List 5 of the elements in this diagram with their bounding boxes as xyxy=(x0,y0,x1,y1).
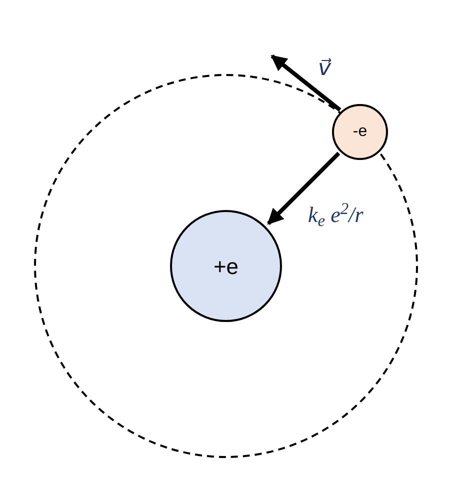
velocity-label: v⃗ xyxy=(318,58,332,80)
force-arrow xyxy=(267,152,340,225)
charge-label: +e xyxy=(213,252,239,280)
edge-label: k$_{e}$ e$^{2}$/r xyxy=(308,204,364,226)
charge-label: -e xyxy=(352,122,368,142)
